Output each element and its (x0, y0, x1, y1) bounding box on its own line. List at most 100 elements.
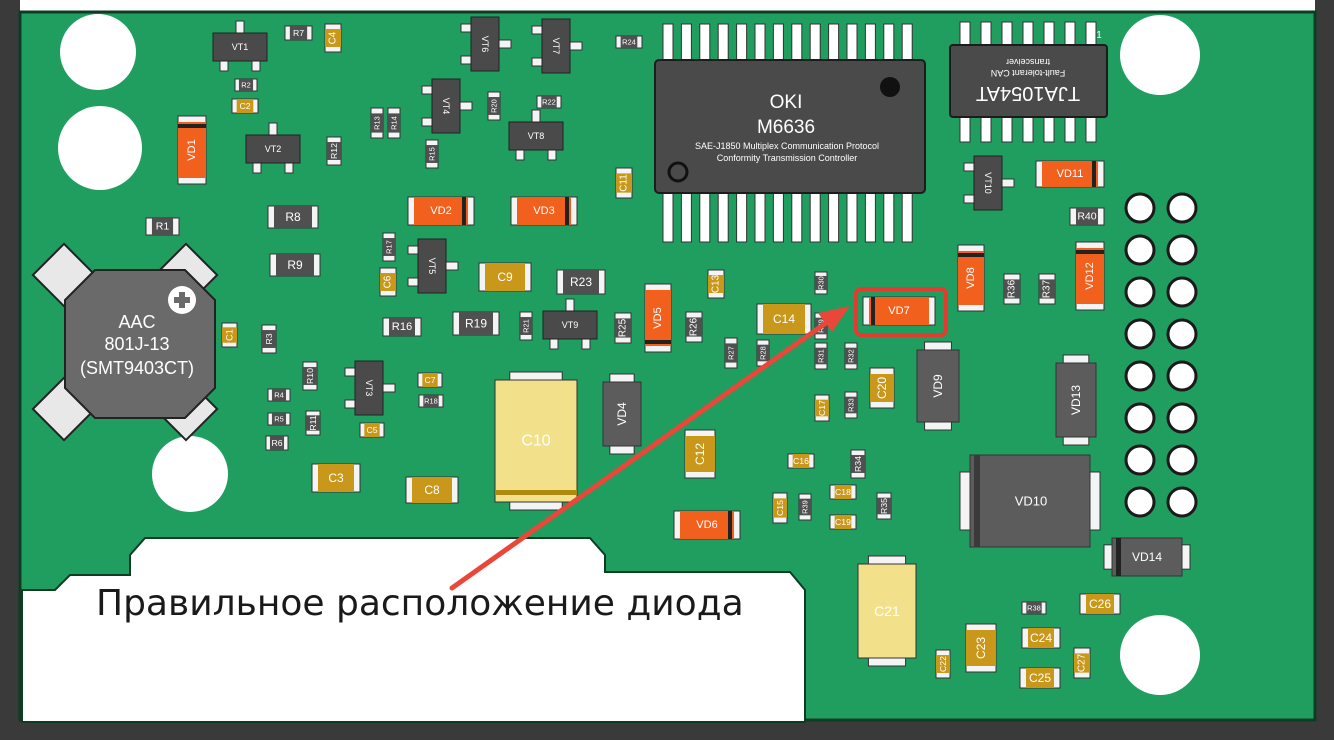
vt6-transistor: VT6 (460, 16, 512, 72)
r39-resistor: R39 (798, 493, 812, 521)
oki-pin (846, 23, 858, 65)
oki-pin (828, 23, 840, 65)
vt1-transistor: VT1 (212, 20, 268, 72)
aac-label: 801J-13 (104, 334, 169, 354)
r17-resistor: R17 (382, 232, 396, 262)
connector-pin (1166, 360, 1198, 392)
c5-capacitor: C5 (359, 422, 385, 438)
component-label: R23 (570, 275, 592, 289)
r7-resistor: R7 (284, 25, 313, 41)
vd1-diode: VD1 (177, 115, 207, 185)
component-label: R30 (817, 276, 826, 290)
component-label: C26 (1089, 597, 1111, 611)
c10-capacitor: C10 (494, 371, 578, 511)
tja-pin (1064, 113, 1076, 143)
component-label: C1 (225, 329, 235, 341)
component-label: VT6 (480, 36, 490, 53)
component-label: VT4 (441, 98, 451, 115)
oki-pin (699, 189, 711, 243)
component-label: R36 (1007, 279, 1018, 298)
mounting-hole (58, 106, 142, 190)
oki-chip: OKI M6636 SAE-J1850 Multiplex Communicat… (654, 23, 926, 243)
c1-capacitor: C1 (221, 322, 238, 348)
oki-label: M6636 (757, 117, 815, 138)
oki-pin (791, 189, 803, 243)
component-label: R19 (465, 317, 487, 331)
component-label: VT9 (562, 320, 579, 330)
component-label: R26 (689, 317, 700, 336)
tja-chip: TJA1054AT Fault-tolerant CAN transceiver… (949, 21, 1108, 143)
c25-capacitor: C25 (1019, 667, 1061, 689)
component-label: R22 (542, 98, 556, 107)
component-label: C24 (1030, 631, 1052, 645)
component-label: R3 (264, 333, 274, 344)
component-label: C3 (328, 471, 344, 485)
vd14-diode: VD14 (1103, 537, 1191, 577)
component-label: VT2 (265, 144, 282, 154)
component-label: R5 (274, 415, 284, 424)
r15-resistor: R15 (425, 139, 439, 169)
r6-resistor: R6 (265, 435, 289, 451)
r24-resistor: R24 (615, 35, 643, 49)
component-label: C20 (875, 377, 889, 399)
mounting-hole (60, 14, 136, 90)
vd5-diode: VD5 (644, 283, 672, 353)
component-label: R18 (424, 397, 438, 406)
r21-resistor: R21 (519, 311, 533, 341)
connector-pin (1124, 276, 1156, 308)
component-label: R34 (853, 456, 863, 472)
c7-capacitor: C7 (417, 372, 443, 388)
component-label: R4 (274, 391, 284, 400)
vd13-diode: VD13 (1055, 354, 1097, 446)
oki-pin (772, 189, 784, 243)
connector-pin (1166, 192, 1198, 224)
r37-resistor: R37 (1038, 273, 1056, 305)
vt9-transistor: VT9 (542, 298, 598, 350)
r22-resistor: R22 (536, 95, 562, 109)
component-label: VT3 (364, 380, 374, 397)
component-label: R25 (618, 318, 629, 337)
component-label: VD7 (888, 305, 909, 317)
component-label: R31 (817, 349, 826, 363)
component-label: C18 (835, 487, 851, 497)
oki-pin (901, 189, 913, 243)
r19-resistor: R19 (452, 311, 500, 336)
pin1-label: 1 (1096, 30, 1102, 41)
r26-resistor: R26 (685, 311, 703, 343)
r9-resistor: R9 (269, 253, 321, 277)
vt7-transistor: VT7 (531, 18, 583, 74)
vd8-diode: VD8 (957, 244, 985, 312)
vd7-diode: VD7 (862, 296, 936, 326)
tja-pin (1085, 113, 1097, 143)
c27-capacitor: C27 (1073, 647, 1091, 679)
board-cutout (21, 537, 806, 723)
c20-capacitor: C20 (869, 367, 895, 409)
c9-capacitor: C9 (478, 262, 532, 292)
component-label: R38 (1027, 604, 1041, 613)
arrow-head (818, 306, 850, 332)
oki-pin (864, 189, 876, 243)
component-label: VD5 (652, 307, 664, 328)
oki-pin (736, 23, 748, 65)
c16-capacitor: C16 (787, 453, 815, 469)
component-label: C12 (693, 443, 707, 465)
component-label: VT7 (551, 38, 561, 55)
oki-pin (754, 189, 766, 243)
r28-resistor: R28 (756, 339, 770, 367)
r34-resistor: R34 (850, 449, 866, 479)
component-label: C11 (619, 174, 630, 192)
oki-pin (883, 23, 895, 65)
connector-pin (1124, 192, 1156, 224)
c12-capacitor: C12 (684, 429, 716, 479)
component-label: C25 (1029, 671, 1051, 685)
component-label: C10 (521, 433, 550, 450)
oki-pin (717, 189, 729, 243)
tja-pin (959, 113, 971, 143)
r32-resistor: R32 (844, 342, 858, 370)
component-label: C8 (424, 483, 440, 497)
r36-resistor: R36 (1003, 273, 1021, 305)
tja-pin (1001, 113, 1013, 143)
component-label: C14 (773, 312, 795, 326)
